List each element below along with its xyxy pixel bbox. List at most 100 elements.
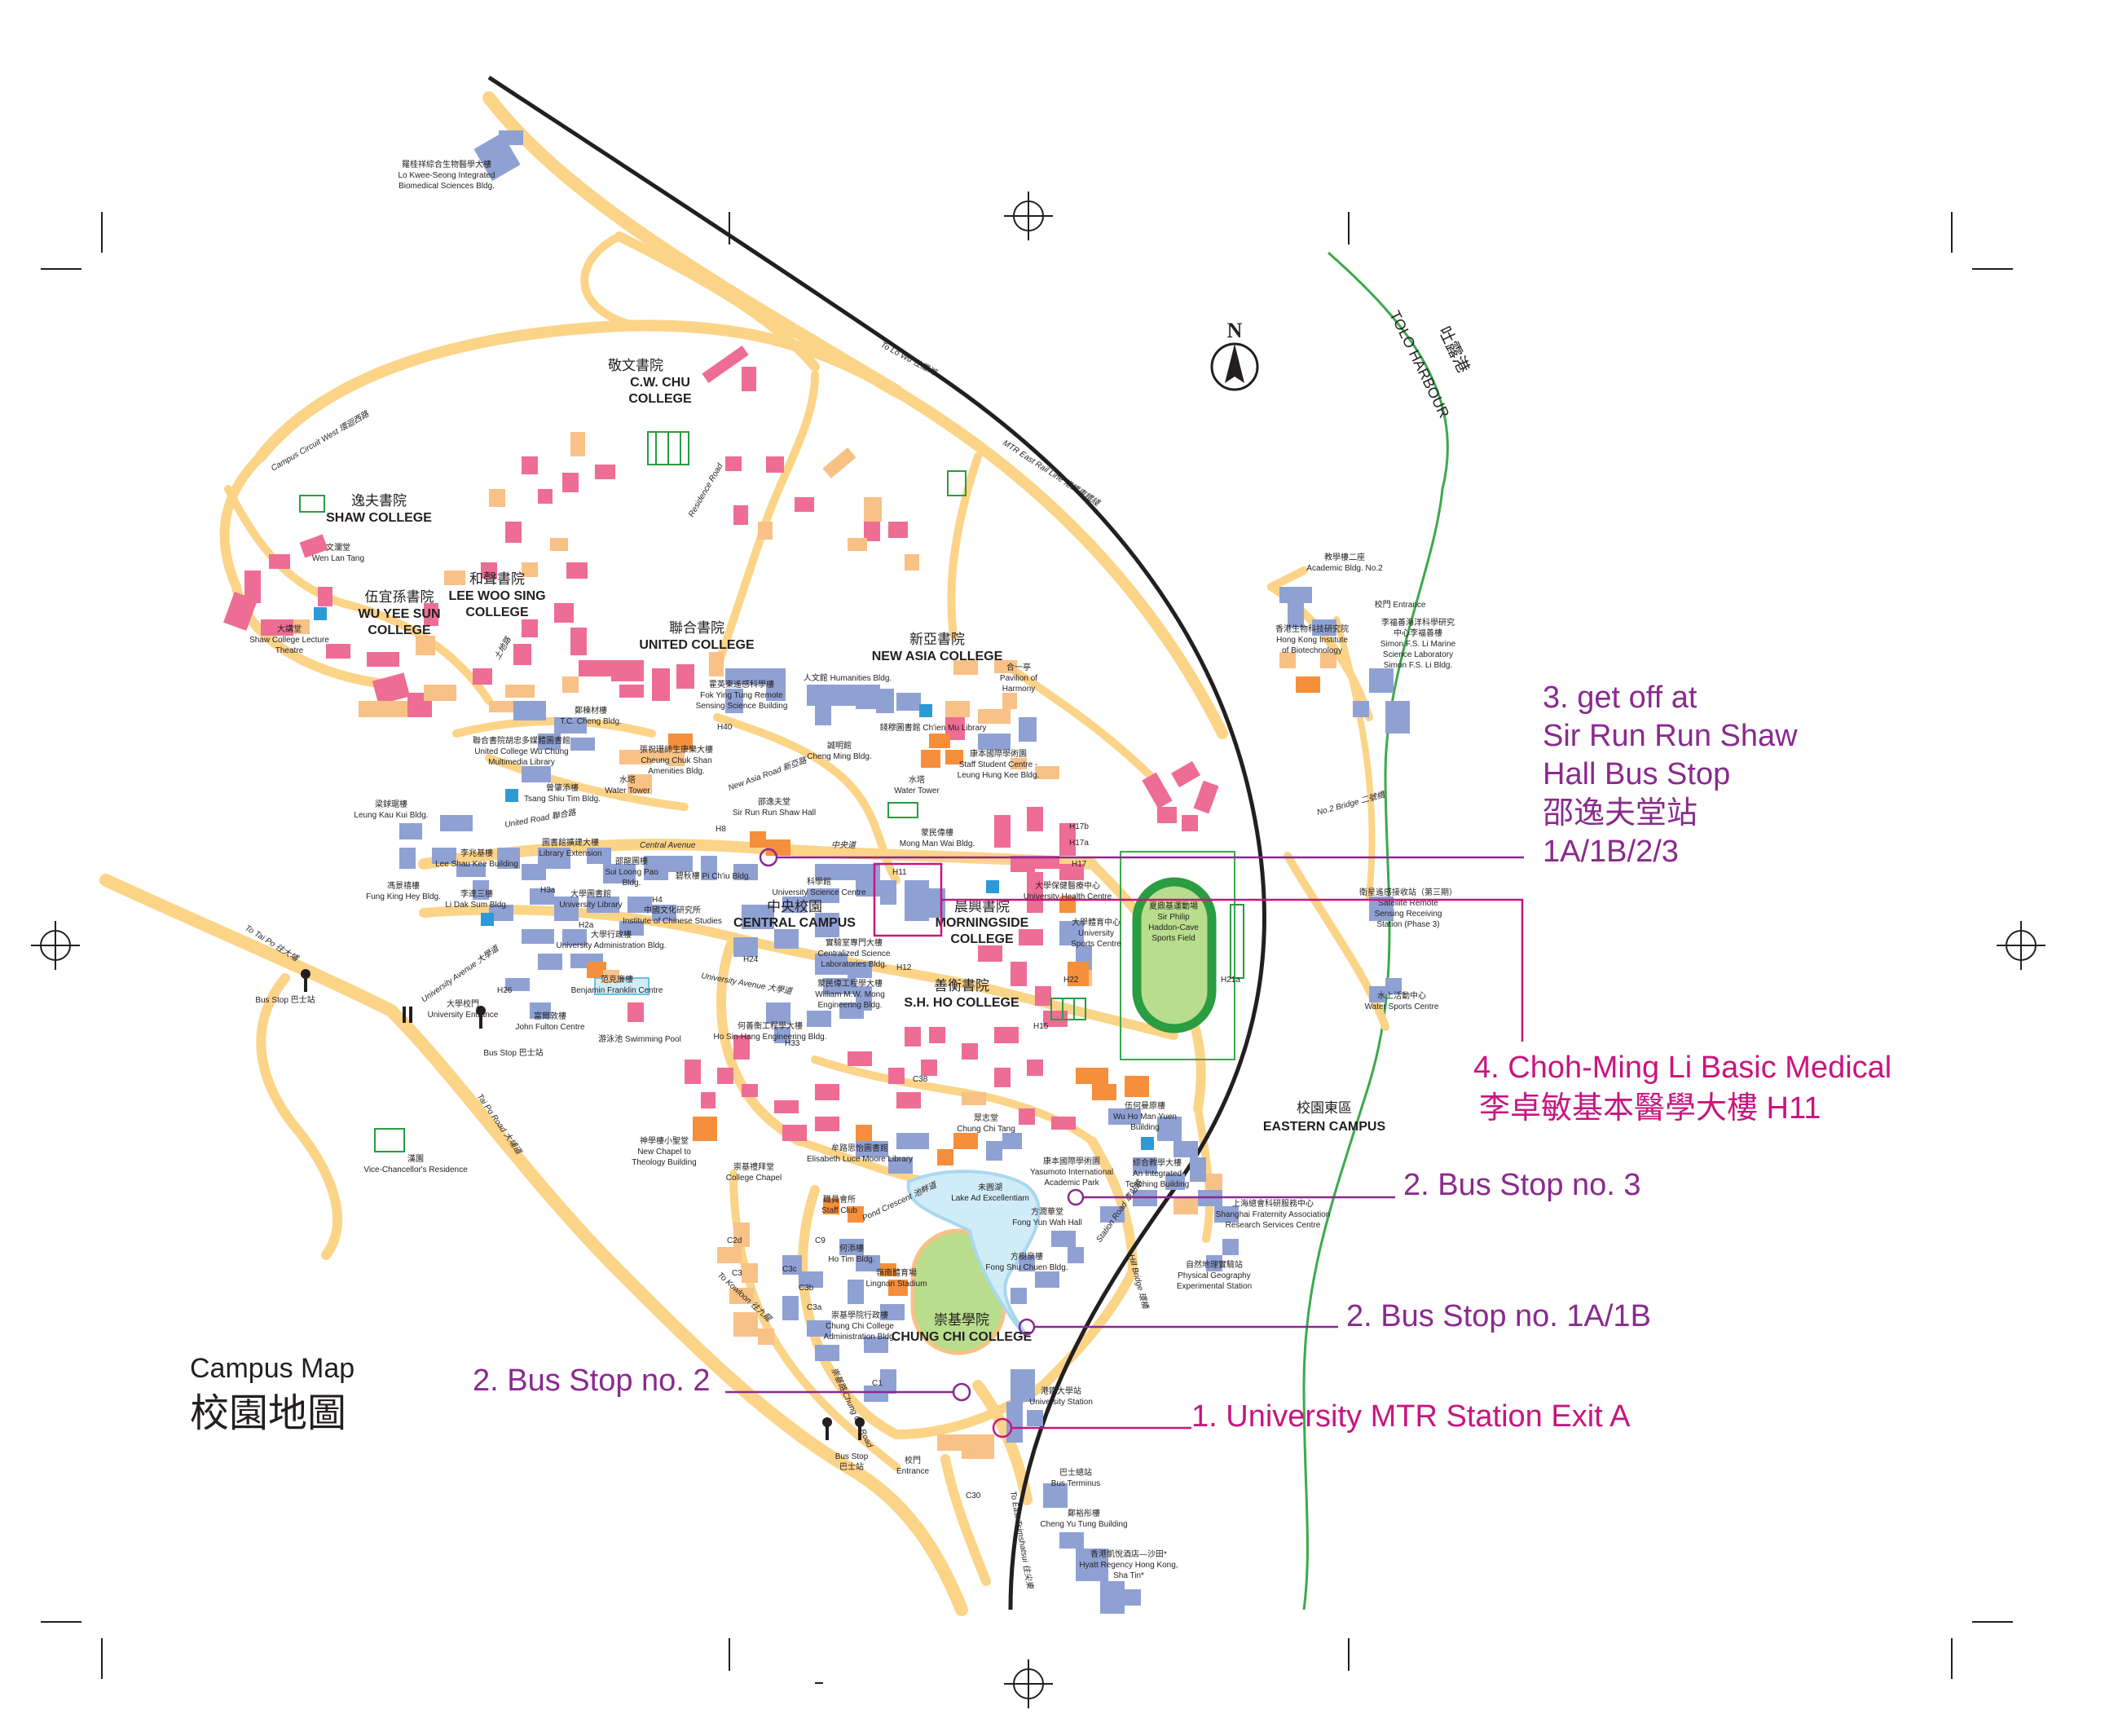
building [570, 432, 585, 456]
building [782, 1125, 807, 1141]
building-code: H21a [1221, 976, 1240, 985]
place-label-line: 李達三樓 [460, 888, 493, 899]
place-label-line: Yasumoto International [1030, 1168, 1113, 1177]
building [733, 937, 758, 957]
college-en: MORNINGSIDE [936, 916, 1029, 930]
place-label-line: Sui Loong Pao [605, 868, 658, 877]
place-label-line: 曾肇添樓 [546, 782, 579, 793]
place-label-line: 衛星遙感接收站（第三期） [1359, 887, 1457, 897]
place-label-line: Shaw College Lecture [249, 636, 329, 645]
building [945, 701, 970, 717]
building [1051, 1117, 1076, 1130]
college-en: UNITED COLLEGE [639, 638, 755, 652]
building [807, 888, 839, 903]
building [1385, 701, 1410, 734]
place-label-line: 港鐵大學站 [1041, 1386, 1081, 1396]
place-label-line: 眾志堂 [974, 1113, 998, 1123]
place-label-line: Fok Ying Tung Remote [700, 691, 783, 700]
place-label-line: 文瀾堂 [326, 542, 350, 553]
college-en: COLLEGE [628, 392, 692, 406]
building [937, 1434, 962, 1451]
place-label-line: Bus Stop [835, 1452, 869, 1461]
building [244, 571, 261, 603]
callout-stop-3: 2. Bus Stop no. 3 [1403, 1168, 1641, 1202]
building [729, 1288, 754, 1304]
building [530, 1002, 551, 1019]
college-zh: 伍宜孫書院 [365, 589, 434, 605]
building [782, 897, 807, 913]
place-label-line: 崇基禮拜堂 [733, 1161, 774, 1172]
building [848, 1206, 864, 1223]
college-en: C.W. CHU [630, 376, 690, 390]
building [1011, 962, 1027, 986]
place-label-line: Centralized Science [818, 950, 891, 958]
place-label-line: Bus Stop 巴士站 [255, 994, 315, 1005]
college-en: SHAW COLLEGE [326, 511, 432, 525]
place-label-line: Library Extension [539, 849, 601, 858]
building [929, 734, 950, 748]
building [1027, 872, 1043, 897]
building [839, 1239, 864, 1255]
building [888, 522, 908, 538]
place-label-line: Sir Run Run Shaw Hall [733, 809, 816, 817]
building [1019, 1255, 1035, 1271]
place-label-line: University Health Centre [1024, 892, 1112, 901]
building [619, 750, 652, 764]
building [758, 1328, 774, 1345]
building [644, 856, 668, 880]
callout-line: 4. Choh-Ming Li Basic Medical [1473, 1051, 1891, 1085]
place-label-line: Experimental Station [1177, 1282, 1252, 1291]
place-label-line: Cheung Chuk Shan [641, 756, 711, 765]
building [856, 864, 880, 897]
building [905, 1027, 921, 1046]
building [299, 534, 328, 558]
building [570, 738, 595, 751]
parking-markers [314, 607, 1154, 1150]
place-label-line: Chung Chi College [826, 1322, 894, 1331]
building [538, 734, 561, 750]
college-en: NEW ASIA COLLEGE [872, 650, 1003, 663]
place-label-line: Wu Ho Man Yuen [1113, 1113, 1177, 1121]
registration-marks [31, 192, 2045, 1708]
callout-line: 1A/1B/2/3 [1543, 835, 1679, 869]
place-label-line: 巴士總站 [1059, 1467, 1092, 1478]
building-code: H17b [1069, 822, 1089, 831]
building [1222, 1239, 1239, 1255]
building [822, 447, 856, 478]
college-zh: 崇基學院 [934, 1312, 989, 1328]
building [953, 660, 978, 675]
building [782, 1296, 799, 1320]
building [1100, 1206, 1125, 1223]
building-code: C38 [913, 1075, 928, 1084]
building [717, 1068, 733, 1084]
building [570, 628, 587, 655]
place-label-line: 伍何曼原樓 [1125, 1100, 1165, 1111]
college-zh: 敬文書院 [608, 358, 663, 373]
place-label-line: Station (Phase 3) [1376, 920, 1439, 929]
place-label-line: 富爾敦樓 [534, 1011, 566, 1021]
place-label-line: 夏鼎基運動場 [1149, 901, 1198, 911]
place-label-line: University [1078, 929, 1114, 938]
place-label-line: Sir Philip [1157, 913, 1190, 922]
building [440, 815, 473, 831]
building [1206, 1174, 1222, 1190]
building [815, 864, 856, 880]
building [1011, 1288, 1027, 1304]
building [1035, 986, 1051, 1006]
place-label-line: 未圓湖 [978, 1183, 1002, 1192]
building [562, 929, 587, 945]
building [1214, 1206, 1239, 1223]
building [815, 1084, 839, 1100]
building [1279, 652, 1296, 668]
building [929, 888, 945, 918]
